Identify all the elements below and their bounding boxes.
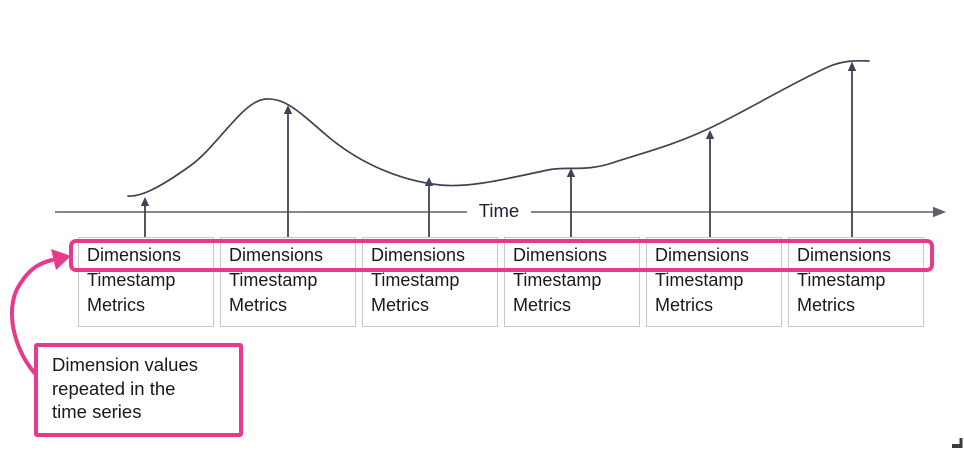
up-arrow-2 xyxy=(283,105,293,240)
record-metrics-label: Metrics xyxy=(371,295,429,315)
up-arrow-6 xyxy=(847,61,857,240)
record-timestamp-label: Timestamp xyxy=(655,270,744,290)
time-series-curve xyxy=(127,59,870,197)
up-arrowhead-icon xyxy=(566,168,576,177)
up-arrow-3 xyxy=(424,177,434,240)
up-arrow-5 xyxy=(705,130,715,240)
up-arrowhead-icon xyxy=(847,61,857,71)
record-timestamp-label: Timestamp xyxy=(513,270,602,290)
record-dimensions-label: Dimensions xyxy=(229,245,324,265)
record-box-6: Dimensions Timestamp Metrics xyxy=(788,237,924,327)
record-box-1: Dimensions Timestamp Metrics xyxy=(78,237,214,327)
record-box-4: Dimensions Timestamp Metrics xyxy=(504,237,640,327)
record-timestamp-label: Timestamp xyxy=(87,270,176,290)
time-axis-label: Time xyxy=(467,198,531,224)
axis-arrowhead-icon xyxy=(933,206,946,218)
record-box-5: Dimensions Timestamp Metrics xyxy=(646,237,782,327)
annotation-callout: Dimension values repeated in the time se… xyxy=(34,343,243,437)
record-metrics-label: Metrics xyxy=(87,295,145,315)
annotation-text-line: Dimension values xyxy=(52,354,199,375)
record-metrics-label: Metrics xyxy=(513,295,571,315)
record-box-2: Dimensions Timestamp Metrics xyxy=(220,237,356,327)
record-timestamp-label: Timestamp xyxy=(797,270,886,290)
record-metrics-label: Metrics xyxy=(797,295,855,315)
record-box-3: Dimensions Timestamp Metrics xyxy=(362,237,498,327)
record-dimensions-label: Dimensions xyxy=(371,245,466,265)
annotation-text-line: repeated in the xyxy=(52,377,176,399)
up-arrow-4 xyxy=(566,168,576,240)
record-dimensions-label: Dimensions xyxy=(655,245,750,265)
up-arrowhead-icon xyxy=(424,177,434,186)
record-metrics-label: Metrics xyxy=(655,295,713,315)
up-arrow-1 xyxy=(140,197,150,240)
annotation-arrowhead-icon xyxy=(51,249,71,270)
record-timestamp-label: Timestamp xyxy=(371,270,460,290)
record-dimensions-label: Dimensions xyxy=(513,245,608,265)
record-timestamp-label: Timestamp xyxy=(229,270,318,290)
up-arrowhead-icon xyxy=(283,105,293,114)
dimensions-row-highlight xyxy=(69,239,934,272)
cropped-artifact xyxy=(952,438,963,448)
record-dimensions-label: Dimensions xyxy=(797,245,892,265)
annotation-arrow xyxy=(10,249,71,384)
record-metrics-label: Metrics xyxy=(229,295,287,315)
record-dimensions-label: Dimensions xyxy=(87,245,182,265)
annotation-text-line: time series xyxy=(52,401,142,422)
up-arrowhead-icon xyxy=(705,130,715,139)
up-arrowhead-icon xyxy=(140,197,150,206)
